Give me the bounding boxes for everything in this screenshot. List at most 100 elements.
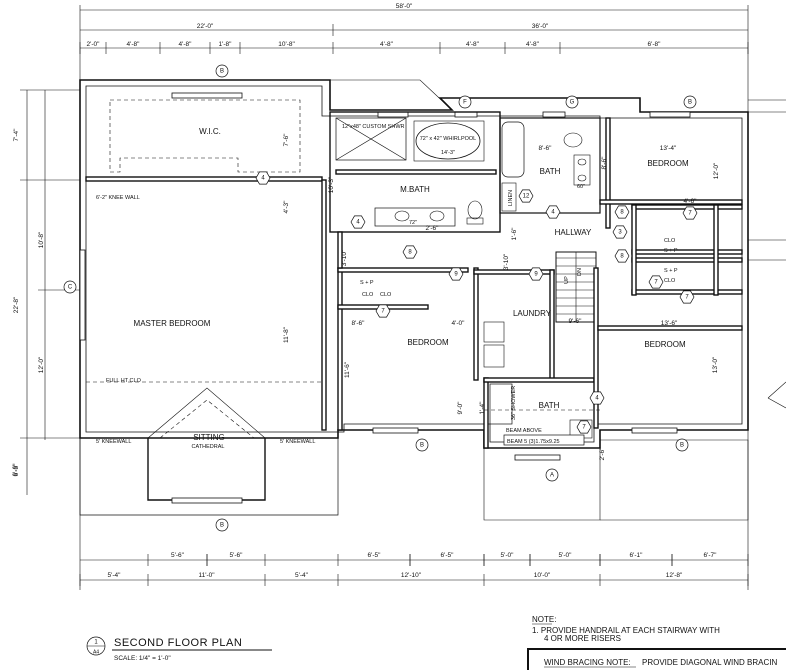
bottom-row2-dim: 10'-0" xyxy=(534,572,551,579)
svg-text:4: 4 xyxy=(595,396,599,402)
window-tag-a: A xyxy=(545,468,559,482)
svg-text:B: B xyxy=(688,100,692,106)
left-dim-3: 12'-0" xyxy=(38,356,45,373)
door-tag: 9 xyxy=(448,267,464,281)
note-line-2: 4 OR MORE RISERS xyxy=(544,634,621,643)
top-row-dim: 4'-8" xyxy=(127,41,141,48)
svg-text:A: A xyxy=(550,473,554,479)
interior-dimensions: 7'-6" 4'-3" 10'-3" 8'-6" 8'-6" 13'-4" 12'-0" 4'… xyxy=(12,133,720,477)
window-tag-g: G xyxy=(565,95,579,109)
svg-text:F: F xyxy=(463,100,467,106)
room-bedroom-upper-right: BEDROOM xyxy=(647,159,689,168)
bottom-row2-dim: 5'-4" xyxy=(108,572,122,579)
window-tag-c: C xyxy=(63,280,77,294)
svg-text:4: 4 xyxy=(551,210,555,216)
interior-dim: 11'-8" xyxy=(283,326,290,343)
shelf-pole-2: S + P xyxy=(664,248,678,254)
overall-width-dim: 58'-0" xyxy=(396,3,413,10)
svg-text:3: 3 xyxy=(618,230,622,236)
svg-text:7: 7 xyxy=(688,211,692,217)
svg-text:9: 9 xyxy=(454,272,458,278)
whirlpool-label: 72" x 42" WHIRLPOOL xyxy=(420,136,476,142)
bottom-row2-dim: 12'-8" xyxy=(666,572,683,579)
interior-dim: 3'-10" xyxy=(503,253,510,270)
door-tag: 9 xyxy=(528,267,544,281)
top-row-dim: 10'-8" xyxy=(278,41,295,48)
plan-title: SECOND FLOOR PLAN xyxy=(114,637,242,649)
right-width-dim: 36'-0" xyxy=(532,23,549,30)
interior-dim: 13'-4" xyxy=(660,145,677,152)
window-tags: B F G B C B B A B xyxy=(63,64,697,532)
top-row-dim: 4'-8" xyxy=(380,41,394,48)
door-tag: 4 xyxy=(545,205,561,219)
left-dim-5: 6'-3" xyxy=(13,463,20,477)
door-tag: 7 xyxy=(576,420,592,434)
beam-above-label: BEAM ABOVE xyxy=(506,428,542,434)
room-sitting: SITTING xyxy=(193,433,225,442)
window-tag-f: F xyxy=(458,95,472,109)
notes-block: NOTE: 1. PROVIDE HANDRAIL AT EACH STAIRW… xyxy=(527,615,786,670)
room-laundry: LAUNDRY xyxy=(513,309,552,318)
interior-dim: 6'-6" xyxy=(12,463,19,477)
door-tag: 7 xyxy=(375,304,391,318)
bottom-row1-dim: 5'-6" xyxy=(171,552,185,559)
svg-text:4: 4 xyxy=(356,220,360,226)
bottom-row2-dim: 11'-0" xyxy=(198,572,215,579)
interior-dim: 10'-3" xyxy=(328,176,335,193)
wind-bracing-label: WIND BRACING NOTE: xyxy=(544,658,631,667)
top-row-dim: 4'-8" xyxy=(466,41,480,48)
door-tag: 4 xyxy=(255,171,271,185)
vanity-dim: 72" xyxy=(409,220,417,226)
top-row-dim: 4'-8" xyxy=(179,41,193,48)
room-master-bedroom: MASTER BEDROOM xyxy=(134,319,211,328)
svg-text:8: 8 xyxy=(620,210,624,216)
room-bedroom-left: BEDROOM xyxy=(407,338,449,347)
svg-text:7: 7 xyxy=(685,295,689,301)
wind-bracing-text: PROVIDE DIAGONAL WIND BRACIN xyxy=(642,658,778,667)
bottom-dimensions: 5'-6"5'-6"6'-5"6'-5"5'-0"5'-0"6'-1"6'-7"… xyxy=(79,552,749,586)
room-hallway: HALLWAY xyxy=(555,228,592,237)
interior-dim: 8'-6" xyxy=(539,145,553,152)
svg-text:B: B xyxy=(420,443,424,449)
window-tag-b-right: B xyxy=(683,95,697,109)
room-bath-upper: BATH xyxy=(540,167,561,176)
left-dimensions: 7'-4" 10'-8" 12'-0" 22'-8" 6'-3" xyxy=(13,89,80,495)
door-tag: 8 xyxy=(614,249,630,263)
title-tag-sheet: A4 xyxy=(93,649,99,655)
svg-text:G: G xyxy=(570,100,575,106)
shelf-pole-1: S + P xyxy=(360,280,374,286)
interior-dim: 8'-6" xyxy=(601,156,608,170)
interior-dim: 11'-6" xyxy=(344,361,351,378)
svg-text:7: 7 xyxy=(654,280,658,286)
svg-text:B: B xyxy=(220,69,224,75)
interior-dim: 1'-6" xyxy=(511,227,518,241)
door-tag: 8 xyxy=(614,205,630,219)
top-row-dim: 2'-0" xyxy=(87,41,101,48)
shower-label: 36" SHOWER xyxy=(511,386,517,420)
interior-dim: 12'-0" xyxy=(713,162,720,179)
bottom-row1-dim: 6'-1" xyxy=(630,552,644,559)
bottom-row2-dim: 12'-10" xyxy=(401,572,422,579)
room-bedroom-right: BEDROOM xyxy=(644,340,686,349)
bottom-row1-dim: 5'-6" xyxy=(230,552,244,559)
plan-scale: SCALE: 1/4" = 1'-0" xyxy=(114,655,171,662)
plan-title-block: 1 A4 SECOND FLOOR PLAN SCALE: 1/4" = 1'-… xyxy=(86,636,272,662)
title-tag-number: 1 xyxy=(94,640,98,646)
closet-label-2: CLO xyxy=(664,238,676,244)
svg-text:7: 7 xyxy=(381,309,385,315)
closet-label-1: CLO xyxy=(362,292,374,298)
door-tag: 7 xyxy=(682,206,698,220)
window-tag-b-right-bedroom: B xyxy=(675,438,689,452)
interior-dim: 7'-6" xyxy=(283,133,290,147)
left-dim-4: 22'-8" xyxy=(13,296,20,313)
full-height-closet: FULL HT CLO xyxy=(106,378,142,384)
interior-dim: 4'-3" xyxy=(283,200,290,214)
bottom-row1-dim: 6'-5" xyxy=(368,552,382,559)
interior-dim: 2'-6" xyxy=(426,225,440,232)
left-dim-2: 10'-8" xyxy=(38,231,45,248)
top-row-dim: 1'-8" xyxy=(219,41,233,48)
interior-dim: 4'-6" xyxy=(684,198,698,205)
interior-dim: 2'-6" xyxy=(599,447,606,461)
